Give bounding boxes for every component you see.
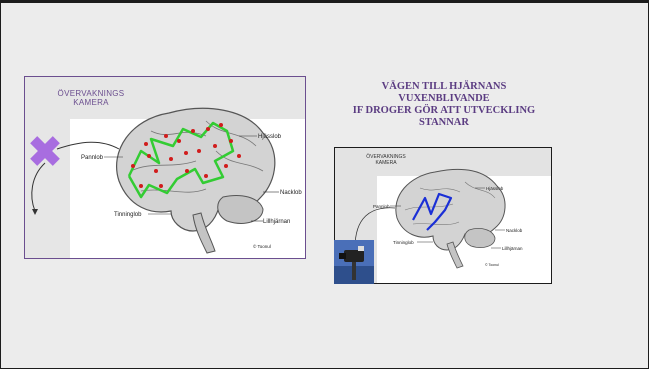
right-copyright: © Toonul — [485, 263, 499, 267]
right-label-hjasslob: Hjässlob — [486, 186, 504, 191]
camera-photo — [334, 240, 374, 284]
title-line-4: STANNAR — [319, 117, 569, 129]
left-label-tinninglob: Tinninglob — [114, 212, 142, 218]
title-line-3: IF DROGER GÖR ATT UTVECKLING — [319, 105, 569, 117]
slide-title: VÄGEN TILL HJÄRNANS VUXENBLIVANDE IF DRO… — [319, 81, 569, 129]
right-label-nacklob: Nacklob — [506, 228, 523, 233]
right-label-tinninglob: Tinninglob — [393, 240, 414, 245]
right-label-lillhjarnan: Lillhjärnan — [502, 246, 523, 251]
left-label-hjasslob: Hjässlob — [258, 134, 282, 140]
left-label-pannlob: Pannlob — [81, 155, 104, 161]
left-label-nacklob: Nacklob — [280, 190, 302, 196]
cross-icon — [22, 128, 67, 173]
title-line-1: VÄGEN TILL HJÄRNANS — [319, 81, 569, 93]
right-label-pannlob: Pannlob — [373, 204, 390, 209]
left-label-lillhjarnan: Lillhjärnan — [263, 219, 290, 225]
left-brain-outline — [117, 108, 275, 253]
left-copyright: © Toonul — [253, 243, 271, 249]
title-line-2: VUXENBLIVANDE — [319, 93, 569, 105]
